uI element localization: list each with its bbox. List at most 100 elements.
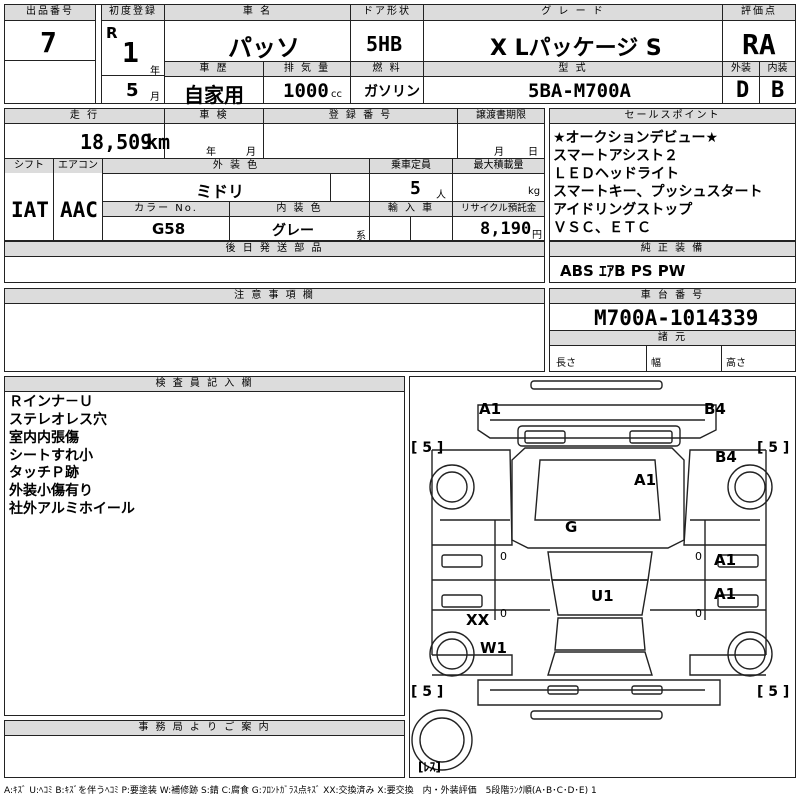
tire-tread-front-left: [ 5 ]	[411, 440, 444, 456]
lot-label: 出品番号	[5, 5, 95, 20]
capacity: 5	[410, 178, 421, 199]
inspector-note: Ｒインナ－Ｕ	[9, 394, 93, 410]
sales-point-item: スマートキー、プッシュスタート	[553, 184, 763, 200]
inspection-label: 車 検	[165, 109, 263, 123]
notes-label: 注 意 事 項 欄	[5, 289, 544, 303]
inspector-note: 社外アルミホイール	[9, 501, 135, 517]
transfer-month-unit: 月	[494, 147, 504, 158]
sales-points-block	[549, 108, 796, 241]
recycle-label: リサイクル預託金	[453, 202, 544, 216]
damage-mark: A1	[714, 585, 737, 603]
height-label: 高さ	[726, 358, 746, 369]
sales-point-item: ＬＥＤヘッドライト	[553, 166, 679, 182]
inspector-block	[4, 376, 405, 716]
tire-tread-front-right: [ 5 ]	[757, 440, 790, 456]
displacement: 1000	[283, 80, 329, 102]
interior-label: 内装	[760, 62, 795, 76]
door-zero: 0	[500, 607, 507, 620]
model-code: 5BA-M700A	[528, 80, 631, 102]
door-zero: 0	[695, 607, 702, 620]
tire-tread-rear-right: [ 5 ]	[757, 684, 790, 700]
later-parts-label: 後 日 発 送 部 品	[5, 242, 544, 256]
details-block	[4, 108, 545, 241]
month-unit: 月	[150, 92, 160, 103]
capacity-unit: 人	[436, 190, 446, 201]
damage-mark: A1	[714, 551, 737, 569]
plate-label: 登 録 番 号	[264, 109, 457, 123]
score-label: 評価点	[723, 5, 795, 20]
chassis-number: M700A-1014339	[594, 306, 759, 330]
damage-mark: G	[565, 518, 578, 536]
length-label: 長さ	[556, 358, 576, 369]
model-label: 型 式	[424, 62, 722, 76]
exterior-color: ミドリ	[196, 182, 245, 201]
inspector-note: 外装小傷有り	[9, 483, 93, 499]
chassis-label: 車 台 番 号	[550, 289, 795, 303]
tire-tread-rear-left: [ 5 ]	[411, 684, 444, 700]
grade: X Lパッケージ S	[490, 36, 662, 61]
door-type: 5HB	[366, 32, 403, 56]
shift-type: IAT	[11, 198, 49, 222]
fuel-label: 燃 料	[351, 62, 423, 76]
displacement-label: 排 気 量	[264, 62, 350, 76]
transfer-day-unit: 日	[528, 147, 538, 158]
damage-legend: A:ｷｽﾞ U:ﾍｺﾐ B:ｷｽﾞを伴うﾍｺﾐ P:要塗装 W:補修跡 S:錆 …	[4, 786, 597, 796]
office-block	[4, 720, 405, 778]
interior-color-label: 内 装 色	[230, 202, 369, 216]
inspector-note: タッチＰ跡	[9, 465, 79, 481]
lot-number: 7	[40, 26, 57, 59]
registration-month: 5	[126, 80, 139, 101]
damage-mark: B4	[704, 400, 726, 418]
inspector-note: 室内内張傷	[9, 430, 79, 446]
exterior-label: 外装	[723, 62, 759, 76]
inspection-year-unit: 年	[206, 147, 216, 158]
office-label: 事 務 局 よ り ご 案 内	[5, 721, 404, 735]
inspection-month-unit: 月	[246, 147, 256, 158]
damage-mark: A1	[479, 400, 502, 418]
mileage-label: 走 行	[5, 109, 164, 123]
damage-mark: B4	[715, 448, 737, 466]
mileage-unit: km	[146, 130, 171, 154]
interior-color: グレー	[272, 223, 314, 239]
damage-mark: A1	[634, 471, 657, 489]
interior-score: B	[771, 78, 785, 103]
fuel-type: ガソリン	[364, 84, 420, 100]
damage-diagram	[409, 376, 796, 778]
sales-points-label: セールスポイント	[550, 109, 795, 123]
width-label: 幅	[651, 358, 661, 369]
shift-label: シフト	[5, 159, 53, 173]
damage-mark: XX	[466, 611, 490, 629]
exterior-score: D	[736, 78, 750, 103]
color-label: 外 装 色	[103, 159, 369, 173]
inspector-label: 検 査 員 記 入 欄	[5, 377, 404, 391]
door-label: ドア形状	[351, 5, 423, 20]
interior-color-suffix: 系	[356, 231, 366, 242]
transfer-label: 譲渡書期限	[458, 109, 544, 123]
car-name-label: 車 名	[165, 5, 350, 20]
load-unit: kg	[528, 186, 541, 197]
capacity-label: 乗車定員	[370, 159, 452, 173]
color-number: G58	[152, 220, 186, 238]
later-parts-block	[4, 241, 545, 283]
notes-block	[4, 288, 545, 372]
sales-point-item: アイドリングストップ	[553, 202, 693, 218]
era-mark: R	[106, 24, 118, 42]
inspector-note: シートすれ小	[9, 448, 93, 464]
damage-mark: U1	[591, 587, 614, 605]
color-no-label: カラー No.	[103, 202, 229, 216]
history-label: 車 歴	[165, 62, 263, 76]
sales-point-item: ＶＳＣ、ＥＴＣ	[553, 220, 651, 236]
grade-label: グ レ ー ド	[424, 5, 722, 20]
sales-point-item: スマートアシスト２	[553, 148, 679, 164]
ac-label: エアコン	[54, 159, 102, 173]
mileage: 18,509	[80, 130, 153, 154]
equipment-block	[549, 241, 796, 283]
header-block	[4, 4, 796, 104]
door-zero: 0	[500, 550, 507, 563]
first-registration-label: 初度登録	[102, 5, 164, 20]
overall-score: RA	[742, 28, 776, 61]
door-zero: 0	[695, 550, 702, 563]
equipment-label: 純 正 装 備	[550, 242, 795, 256]
specs-label: 諸 元	[550, 331, 795, 345]
